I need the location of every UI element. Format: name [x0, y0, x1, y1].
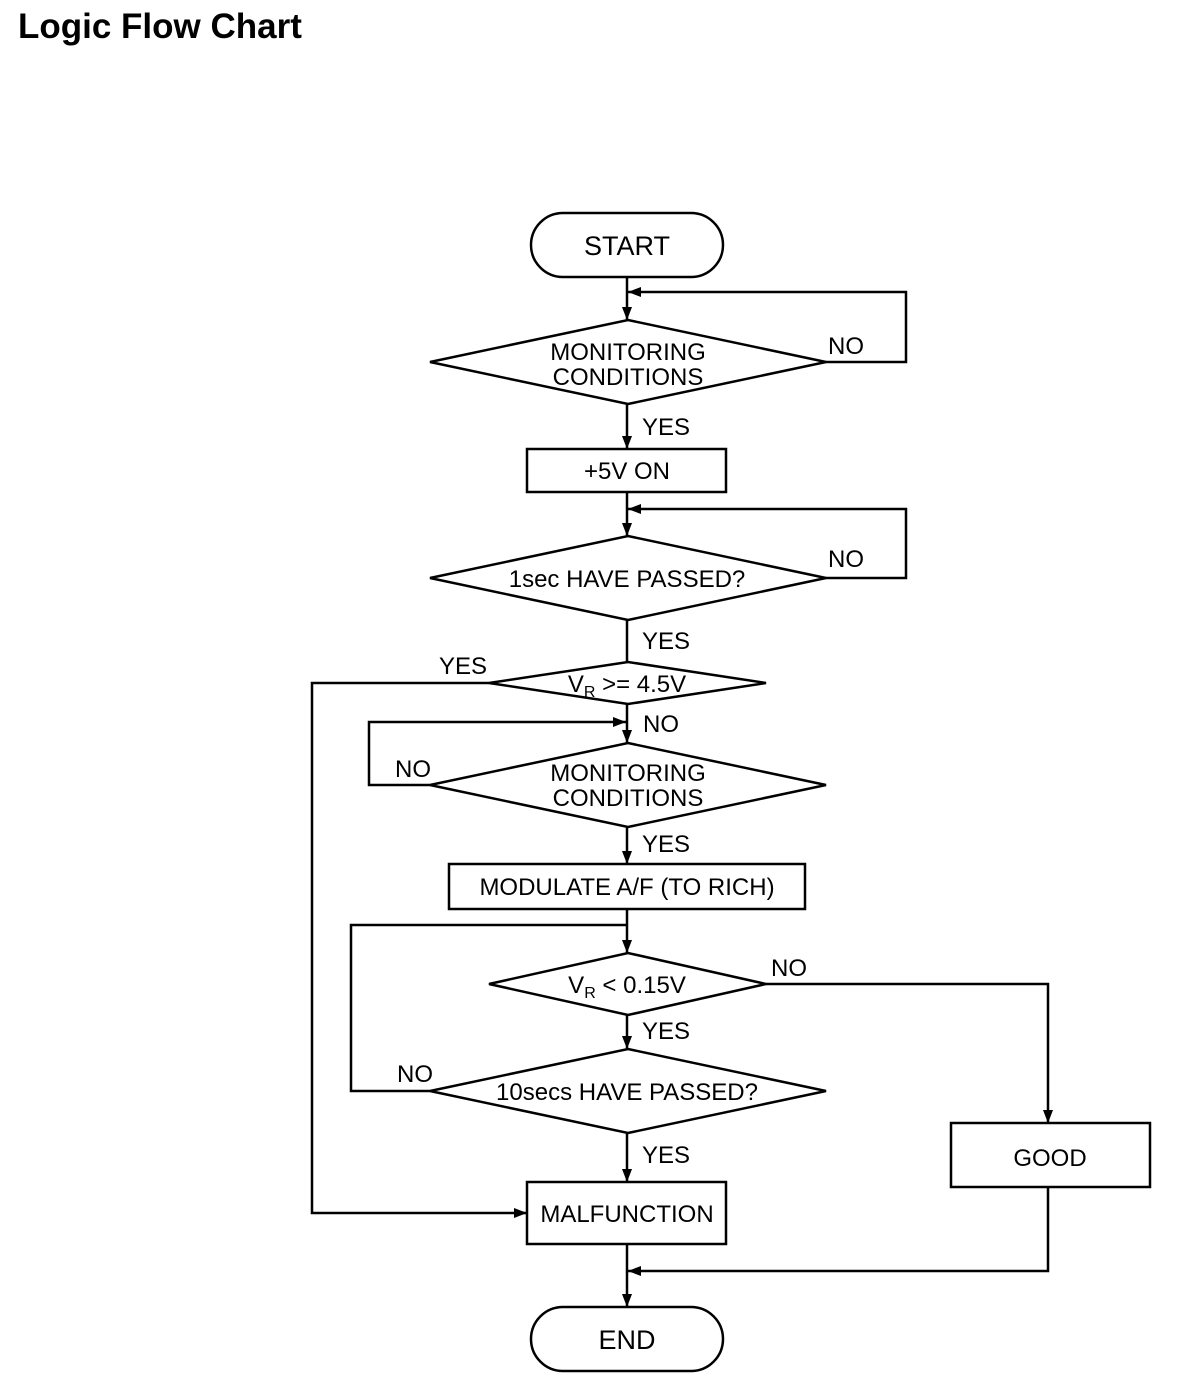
- page-title: Logic Flow Chart: [18, 7, 302, 46]
- process-label: GOOD: [1013, 1145, 1086, 1172]
- branch-label-yes: YES: [439, 653, 487, 680]
- flow-lines: [310, 277, 1053, 1307]
- flow-arrow-good-to-end: [628, 1187, 1050, 1276]
- malfunction-result: MALFUNCTION: [525, 1180, 728, 1246]
- decision-label-line-1: MONITORING: [550, 339, 706, 366]
- flow-line-ten-secs-no-loop: [349, 923, 627, 1093]
- branch-label-no: NO: [643, 711, 679, 738]
- flow-arrow-vr-low-no-to-good: [766, 982, 1053, 1123]
- branch-label-no: NO: [828, 546, 864, 573]
- decision-label: 10secs HAVE PASSED?: [496, 1079, 758, 1106]
- decision-label-line-2: CONDITIONS: [553, 785, 704, 812]
- vr-condition: >= 4.5V: [595, 671, 686, 698]
- vr-high-decision: VR >= 4.5V: [488, 660, 767, 706]
- good-result: GOOD: [949, 1121, 1152, 1189]
- one-sec-passed-decision: 1sec HAVE PASSED?: [429, 534, 827, 622]
- process-label: MODULATE A/F (TO RICH): [479, 874, 774, 901]
- end-terminal: END: [529, 1305, 725, 1373]
- flow-arrow-monitoring-2-no-loop: [367, 717, 626, 787]
- vr-symbol: V: [568, 972, 584, 999]
- start-terminal: START: [529, 211, 725, 279]
- branch-label-yes: YES: [642, 414, 690, 441]
- process-box: [525, 1180, 728, 1246]
- branch-labels: NO YES NO YES YES NO NO YES NO YES NO YE…: [395, 333, 864, 1169]
- vr-condition: < 0.15V: [596, 972, 686, 999]
- branch-label-no: NO: [397, 1061, 433, 1088]
- monitoring-conditions-decision-1: MONITORING CONDITIONS: [429, 318, 827, 406]
- flow-arrow-monitoring-1-no-loop: [628, 287, 908, 364]
- flow-arrow-vr-high-yes-to-malfunction: [310, 681, 527, 1218]
- branch-label-no: NO: [771, 955, 807, 982]
- ten-secs-passed-decision: 10secs HAVE PASSED?: [429, 1047, 827, 1135]
- vr-subscript: R: [584, 985, 596, 1002]
- decision-diamond: [429, 741, 827, 829]
- flow-arrow-one-sec-no-loop: [628, 504, 908, 580]
- branch-label-no: NO: [395, 756, 431, 783]
- decision-label-line-1: MONITORING: [550, 760, 706, 787]
- plus-5v-on-process: +5V ON: [525, 447, 728, 494]
- process-label: MALFUNCTION: [540, 1201, 713, 1228]
- decision-label: VR < 0.15V: [568, 972, 686, 1002]
- branch-label-no: NO: [828, 333, 864, 360]
- decision-diamond: [429, 1047, 827, 1135]
- start-label: START: [584, 231, 670, 261]
- vr-low-decision: VR < 0.15V: [488, 951, 767, 1017]
- end-label: END: [598, 1325, 655, 1355]
- process-box: [949, 1121, 1152, 1189]
- decision-label-line-2: CONDITIONS: [553, 364, 704, 391]
- branch-label-yes: YES: [642, 831, 690, 858]
- branch-label-yes: YES: [642, 1018, 690, 1045]
- vr-symbol: V: [568, 671, 584, 698]
- branch-label-yes: YES: [642, 628, 690, 655]
- decision-label: 1sec HAVE PASSED?: [509, 566, 746, 593]
- process-label: +5V ON: [584, 458, 670, 485]
- branch-label-yes: YES: [642, 1142, 690, 1169]
- decision-diamond: [488, 660, 767, 706]
- vr-subscript: R: [584, 684, 596, 701]
- monitoring-conditions-decision-2: MONITORING CONDITIONS: [429, 741, 827, 829]
- modulate-af-process: MODULATE A/F (TO RICH): [447, 862, 807, 911]
- decision-label: VR >= 4.5V: [568, 671, 686, 701]
